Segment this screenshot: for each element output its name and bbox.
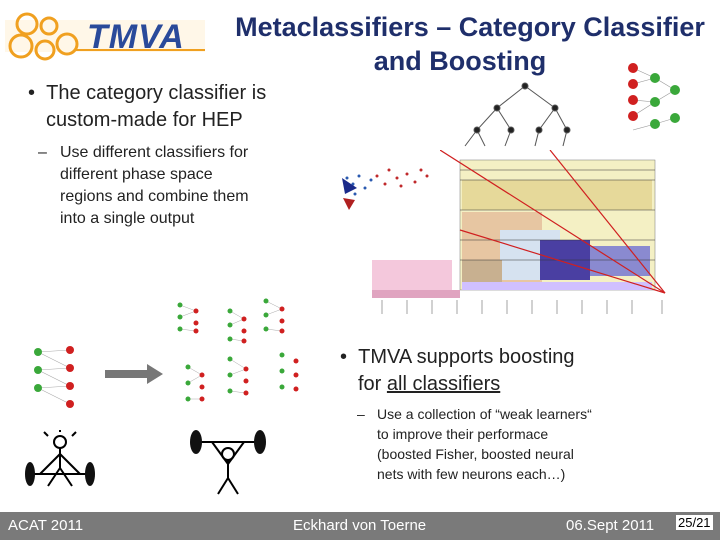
bullet-tmva-boosting: • TMVA supports boosting for all classif… (340, 344, 680, 398)
tmva-logo: TMVA (5, 12, 205, 62)
strong-learner-stickman-icon (188, 428, 268, 498)
footer-bar: ACAT 2011 Eckhard von Toerne 06.Sept 201… (0, 512, 720, 540)
detector-lower-region (372, 240, 462, 300)
footer-page-number: 25/21 (676, 515, 713, 530)
category-tree-diagram (455, 78, 575, 150)
footer-conference: ACAT 2011 (8, 517, 84, 534)
sub2-line-4: nets with few neurons each…) (377, 466, 566, 482)
title-line-2: and Boosting (373, 46, 547, 76)
dash-marker: – (38, 144, 47, 161)
sub-bullet-classifiers: –Use different classifiers for different… (38, 142, 330, 230)
sub1-line-3: regions and combine them (60, 188, 249, 205)
dash-marker: – (357, 406, 365, 422)
sub2-line-2: to improve their performace (377, 426, 549, 442)
bullet2-underlined: all classifiers (386, 373, 501, 395)
sub1-line-2: different phase space (60, 166, 213, 183)
boosting-arrow (105, 362, 165, 386)
title-line-1: Metaclassifiers – Category Classifier (235, 12, 705, 42)
bullet-dot: • (340, 346, 359, 368)
sub2-line-1: Use a collection of “weak learners“ (377, 406, 592, 422)
footer-author: Eckhard von Toerne (293, 517, 427, 534)
logo-text: TMVA (87, 18, 185, 56)
sub1-line-4: into a single output (60, 210, 195, 227)
logo-graphic (5, 12, 205, 61)
detector-category-plot (439, 149, 685, 295)
detector-axis-labels (372, 298, 692, 316)
bullet1-line-1: The category classifier is (46, 82, 267, 104)
bullet2-line-1: TMVA supports boosting (358, 346, 575, 368)
sub-bullet-weak-learners: –Use a collection of “weak learners“ to … (357, 404, 677, 484)
footer-date: 06.Sept 2011 (566, 517, 655, 534)
bullet2-prefix: for (358, 373, 387, 395)
single-neural-net (30, 342, 90, 412)
neural-net-top-right (625, 58, 685, 138)
weak-learner-stickman-icon (20, 428, 100, 495)
sub2-line-3: (boosted Fisher, boosted neural (377, 446, 574, 462)
sub1-line-1: Use different classifiers for (60, 144, 249, 161)
bullet1-line-2: custom-made for HEP (46, 109, 243, 131)
bullet-dot: • (28, 82, 47, 104)
scatter-plot-image (337, 158, 442, 230)
bullet-category-classifier: • The category classifier is custom-made… (28, 80, 328, 134)
page-title: Metaclassifiers – Category Classifier an… (220, 10, 720, 78)
boosting-neural-nets (170, 295, 320, 435)
